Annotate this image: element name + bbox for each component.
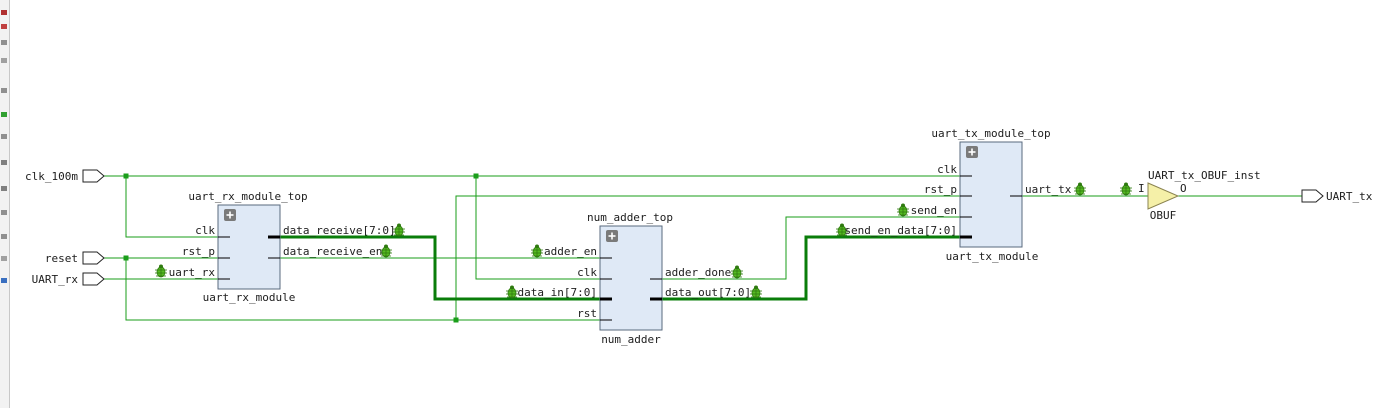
junction-dot bbox=[453, 317, 459, 323]
tool-icon[interactable] bbox=[1, 186, 7, 191]
net-clk-adder[interactable] bbox=[475, 176, 600, 280]
junction-dot bbox=[123, 173, 129, 179]
cell-obuf[interactable]: UART_tx_OBUF_inst I O OBUF bbox=[1119, 169, 1261, 222]
input-port-icon bbox=[82, 272, 105, 286]
bug-icon[interactable] bbox=[530, 244, 544, 258]
buffer-triangle-icon[interactable] bbox=[1147, 182, 1180, 210]
top-port-reset[interactable]: reset bbox=[45, 251, 105, 265]
plus-icon[interactable] bbox=[223, 208, 237, 222]
tool-icon[interactable] bbox=[1, 88, 7, 93]
tool-icon[interactable] bbox=[1, 210, 7, 215]
pin-label: adder_en bbox=[544, 245, 597, 258]
pin-label: rst bbox=[577, 307, 597, 320]
bug-icon[interactable] bbox=[1119, 182, 1133, 196]
tool-icon[interactable] bbox=[1, 40, 7, 45]
tool-icon[interactable] bbox=[1, 134, 7, 139]
plus-icon[interactable] bbox=[965, 145, 979, 159]
tool-icon[interactable] bbox=[1, 58, 7, 63]
output-port-icon bbox=[1301, 189, 1324, 203]
pin-label: I bbox=[1138, 182, 1145, 195]
input-port-icon bbox=[82, 251, 105, 265]
pin-label: rst_p bbox=[924, 183, 957, 196]
pin-label: data_receive[7:0] bbox=[283, 224, 396, 237]
instance-name: UART_tx_OBUF_inst bbox=[1148, 169, 1261, 182]
junction-dot bbox=[123, 255, 129, 261]
cell-num-adder[interactable]: num_adder_top adder_en clk data_in[7:0] … bbox=[505, 211, 763, 346]
bug-icon[interactable] bbox=[896, 203, 910, 217]
pin-label: data_out[7:0] bbox=[665, 286, 751, 299]
pin-label: O bbox=[1180, 182, 1187, 195]
cell-uart-tx[interactable]: uart_tx_module_top clk rst_p send_en sen… bbox=[835, 127, 1087, 263]
cell-type: OBUF bbox=[1150, 209, 1177, 222]
bug-icon[interactable] bbox=[505, 285, 519, 299]
cell-type: uart_tx_module bbox=[946, 250, 1039, 263]
top-port-uart-tx[interactable]: UART_tx bbox=[1301, 189, 1373, 203]
tool-icon[interactable] bbox=[1, 278, 7, 283]
tool-icon[interactable] bbox=[1, 160, 7, 165]
pin-label: uart_rx bbox=[169, 266, 216, 279]
top-port-clk[interactable]: clk_100m bbox=[25, 169, 105, 183]
tool-icon[interactable] bbox=[1, 234, 7, 239]
input-port-icon bbox=[82, 169, 105, 183]
pin-label: send_en bbox=[911, 204, 957, 217]
instance-name: uart_tx_module_top bbox=[931, 127, 1050, 140]
port-label: UART_rx bbox=[32, 273, 79, 286]
block-body[interactable] bbox=[599, 225, 663, 331]
pin-label: clk bbox=[195, 224, 215, 237]
nets bbox=[104, 173, 1302, 323]
net-reset-tx[interactable] bbox=[455, 195, 960, 320]
cell-type: uart_rx_module bbox=[203, 291, 296, 304]
pin-label: uart_tx bbox=[1025, 183, 1072, 196]
bug-icon[interactable] bbox=[749, 285, 763, 299]
pin-label: send_en_data[7:0] bbox=[844, 224, 957, 237]
port-label: reset bbox=[45, 252, 78, 265]
bus-data-receive[interactable] bbox=[280, 235, 600, 301]
pin-label: clk bbox=[577, 266, 597, 279]
tool-icon[interactable] bbox=[1, 112, 7, 117]
net-send-en[interactable] bbox=[662, 216, 960, 280]
tool-icon[interactable] bbox=[1, 10, 7, 15]
bug-icon[interactable] bbox=[730, 265, 744, 279]
port-label: clk_100m bbox=[25, 170, 78, 183]
cell-type: num_adder bbox=[601, 333, 661, 346]
pin-label: data_receive_en bbox=[283, 245, 382, 258]
instance-name: uart_rx_module_top bbox=[188, 190, 307, 203]
plus-icon[interactable] bbox=[605, 229, 619, 243]
instance-name: num_adder_top bbox=[587, 211, 673, 224]
toolbar-strip bbox=[0, 0, 10, 408]
tool-icon[interactable] bbox=[1, 24, 7, 29]
pin-label: data_in[7:0] bbox=[518, 286, 597, 299]
cell-uart-rx[interactable]: uart_rx_module_top clk rst_p uart_rx dat… bbox=[154, 190, 406, 304]
bus-data-out[interactable] bbox=[662, 235, 960, 301]
junction-dot bbox=[473, 173, 479, 179]
port-label: UART_tx bbox=[1326, 190, 1373, 203]
pin-label: rst_p bbox=[182, 245, 215, 258]
top-port-uart-rx[interactable]: UART_rx bbox=[32, 272, 105, 286]
net-clk-rx[interactable] bbox=[125, 176, 218, 238]
block-body[interactable] bbox=[959, 141, 1023, 248]
pin-label: adder_done bbox=[665, 266, 731, 279]
pin-label: clk bbox=[937, 163, 957, 176]
bug-icon[interactable] bbox=[154, 264, 168, 278]
tool-icon[interactable] bbox=[1, 256, 7, 261]
bug-icon[interactable] bbox=[1073, 182, 1087, 196]
